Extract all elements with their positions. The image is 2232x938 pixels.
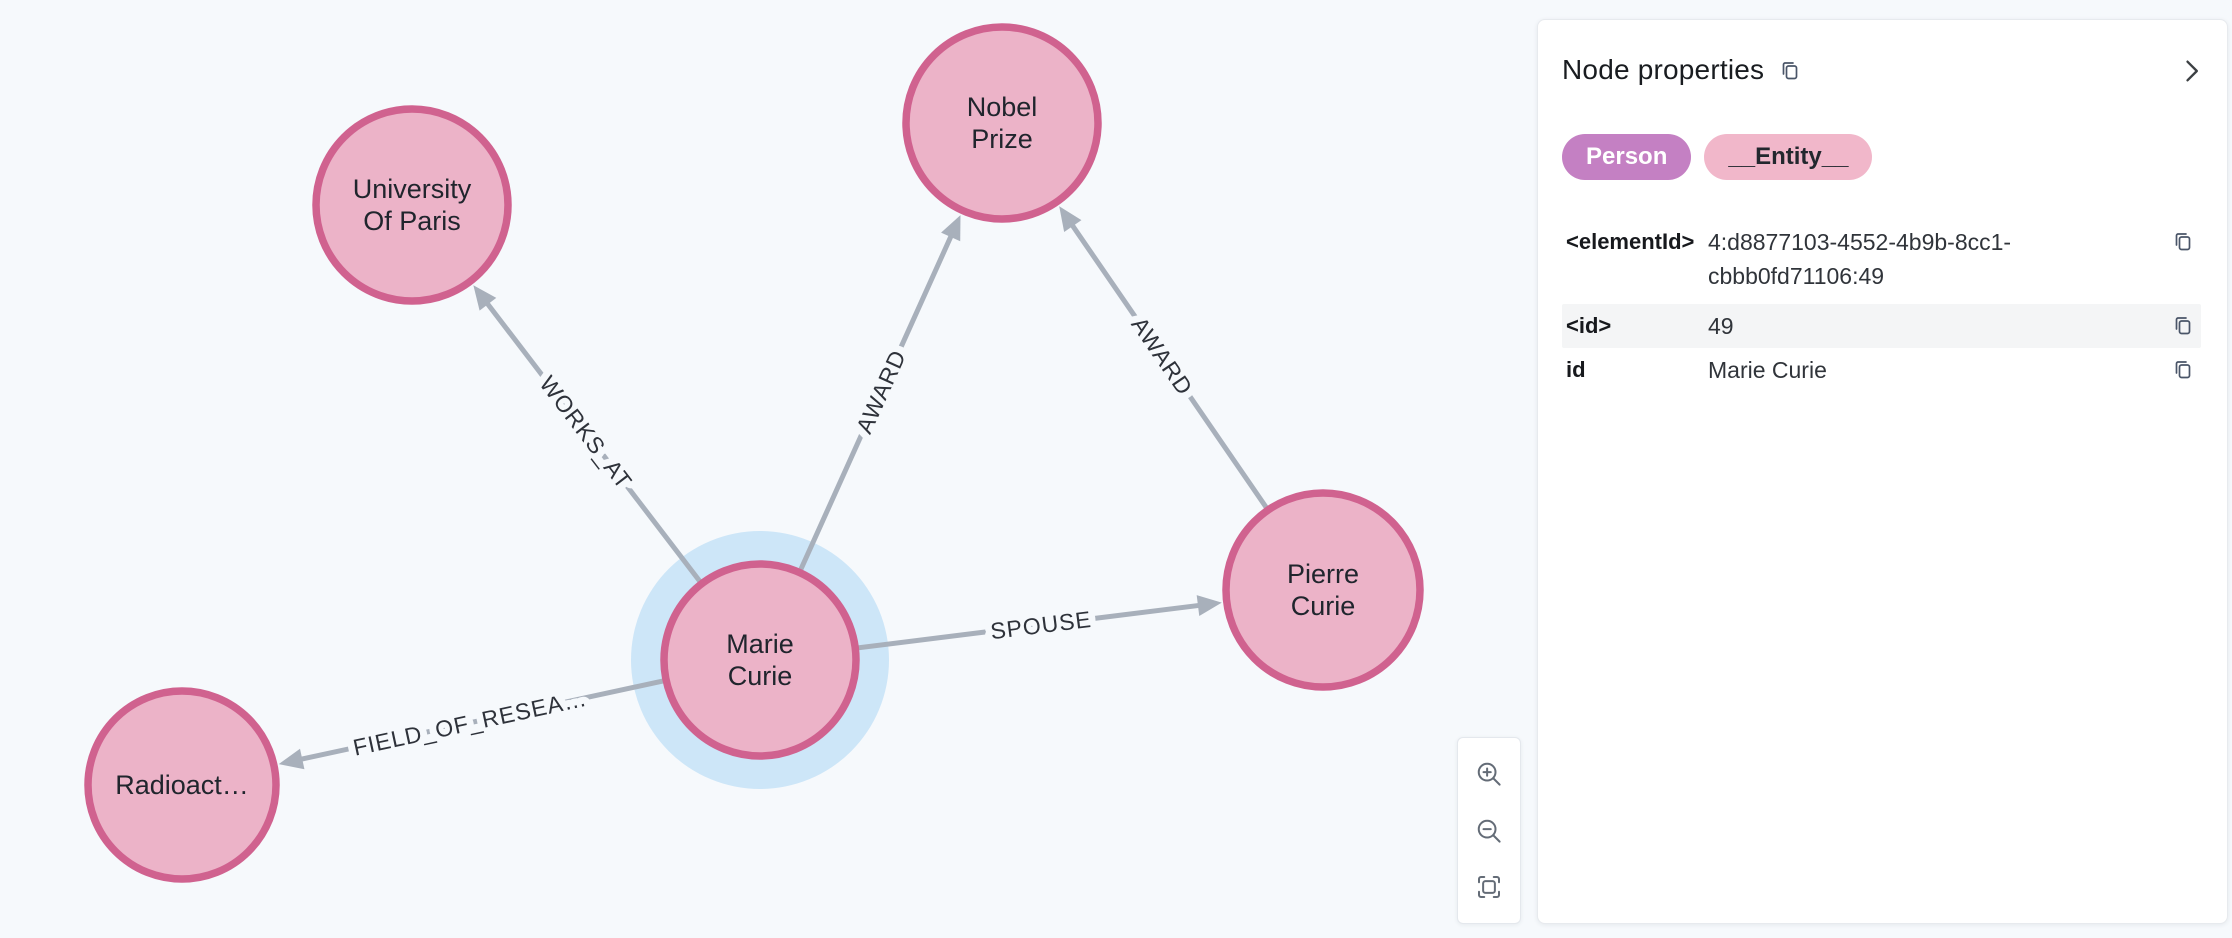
- property-value: Marie Curie: [1708, 357, 1827, 383]
- property-row-id-internal: <id> 49: [1562, 304, 2201, 348]
- copy-property-button[interactable]: [2171, 228, 2195, 254]
- edge-label: FIELD_OF_RESEA…: [351, 685, 590, 761]
- graph-node-nobel[interactable]: [902, 23, 1102, 223]
- property-row-elementid: <elementId> 4:d8877103-4552-4b9b-8cc1-cb…: [1562, 214, 2201, 304]
- properties-table: <elementId> 4:d8877103-4552-4b9b-8cc1-cb…: [1562, 214, 2201, 392]
- node-label: Radioact…: [115, 770, 249, 800]
- edge-label: AWARD: [851, 346, 911, 438]
- edge-arrowhead-icon: [1196, 595, 1222, 616]
- property-row-id: id Marie Curie: [1562, 348, 2201, 392]
- edge-arrowhead-icon: [473, 285, 497, 311]
- edge-arrowhead-icon: [278, 748, 305, 770]
- node-label-badge-person[interactable]: Person: [1562, 134, 1692, 180]
- node-label-badges: Person __Entity__: [1562, 134, 2201, 180]
- copy-property-button[interactable]: [2171, 312, 2195, 338]
- property-value: 49: [1708, 313, 1734, 339]
- edge-label: SPOUSE: [989, 606, 1093, 644]
- panel-header: Node properties: [1562, 48, 2201, 92]
- graph-node-university[interactable]: [312, 105, 512, 305]
- zoom-in-button[interactable]: [1469, 754, 1509, 794]
- chevron-right-icon: [2186, 60, 2198, 82]
- copy-icon: [2171, 228, 2195, 254]
- node-properties-panel: Node properties Person __Entity__ <eleme…: [1537, 19, 2228, 924]
- edge-label: AWARD: [1126, 312, 1198, 400]
- copy-property-button[interactable]: [2171, 356, 2195, 382]
- node-label-badge-entity[interactable]: __Entity__: [1704, 134, 1873, 180]
- graph-node-marie[interactable]: [660, 560, 860, 760]
- copy-icon: [1778, 57, 1802, 83]
- property-key: id: [1566, 357, 1586, 382]
- graph-node-pierre[interactable]: [1222, 489, 1424, 691]
- collapse-panel-button[interactable]: [2177, 56, 2205, 86]
- zoom-in-icon: [1477, 762, 1501, 786]
- copy-icon: [2171, 356, 2195, 382]
- graph-node-radio[interactable]: [84, 687, 280, 883]
- zoom-out-icon: [1477, 819, 1501, 843]
- edge-arrowhead-icon: [1059, 206, 1082, 232]
- fit-to-screen-button[interactable]: [1469, 867, 1509, 907]
- fit-to-screen-icon: [1478, 876, 1500, 898]
- property-key: <elementId>: [1566, 229, 1695, 254]
- edge-label: WORKS_AT: [535, 371, 638, 494]
- zoom-out-button[interactable]: [1469, 811, 1509, 851]
- copy-icon: [2171, 312, 2195, 338]
- edge-arrowhead-icon: [941, 215, 961, 242]
- property-value: 4:d8877103-4552-4b9b-8cc1-cbbb0fd71106:4…: [1708, 229, 2012, 289]
- property-key: <id>: [1566, 313, 1612, 338]
- panel-title: Node properties: [1562, 54, 1765, 85]
- zoom-toolbar: [1457, 737, 1521, 924]
- copy-all-properties-button[interactable]: [1778, 57, 1802, 83]
